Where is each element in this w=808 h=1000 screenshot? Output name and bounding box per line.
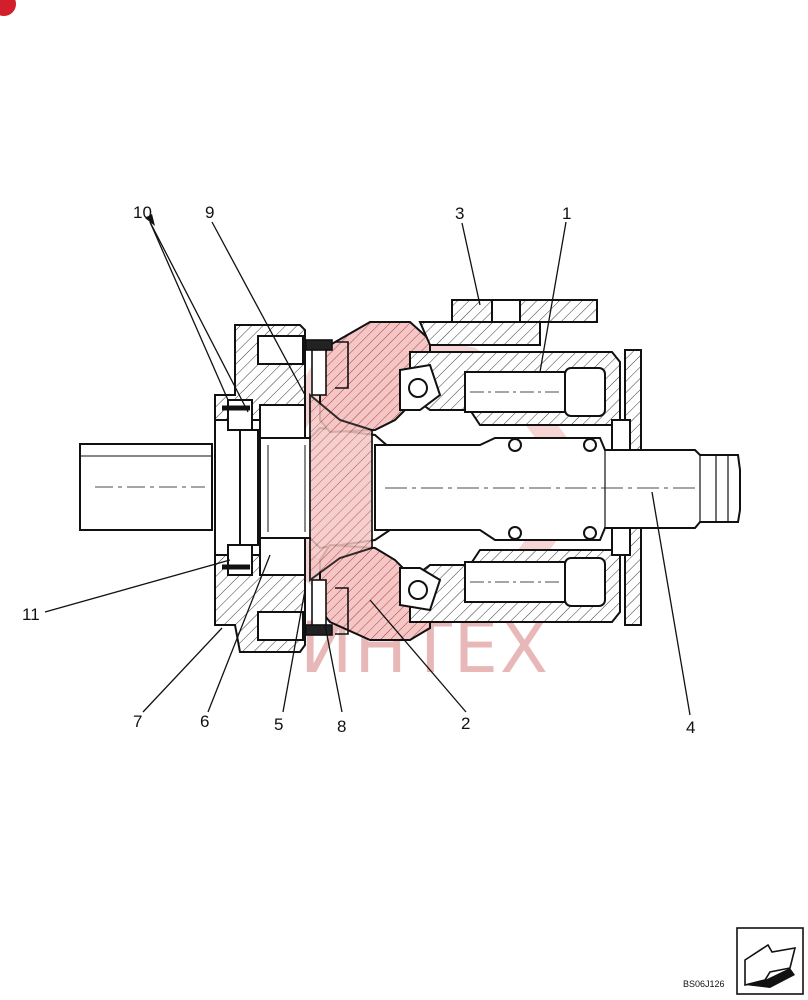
- callout-3: 3: [455, 204, 464, 223]
- bolt-set: [305, 339, 349, 636]
- callout-11: 11: [22, 605, 40, 624]
- callout-6: 6: [200, 712, 209, 731]
- through-shaft: [374, 437, 741, 541]
- cylinder-housing: [399, 351, 621, 623]
- callout-9: 9: [205, 203, 214, 222]
- callout-4: 4: [686, 718, 695, 737]
- callout-10: 10: [133, 203, 152, 222]
- figure-code: BS06J126: [683, 979, 725, 989]
- callout-7: 7: [133, 712, 142, 731]
- flange-housing: [214, 324, 306, 653]
- mounting-bracket: [418, 299, 598, 346]
- red-badge-icon: [0, 0, 16, 16]
- callout-1: 1: [562, 204, 571, 223]
- callout-8: 8: [337, 717, 346, 736]
- arrow-icon[interactable]: [736, 927, 804, 995]
- leader-lines: [44, 214, 691, 716]
- output-shaft: [79, 443, 213, 531]
- callout-5: 5: [274, 715, 283, 734]
- callout-2: 2: [461, 714, 470, 733]
